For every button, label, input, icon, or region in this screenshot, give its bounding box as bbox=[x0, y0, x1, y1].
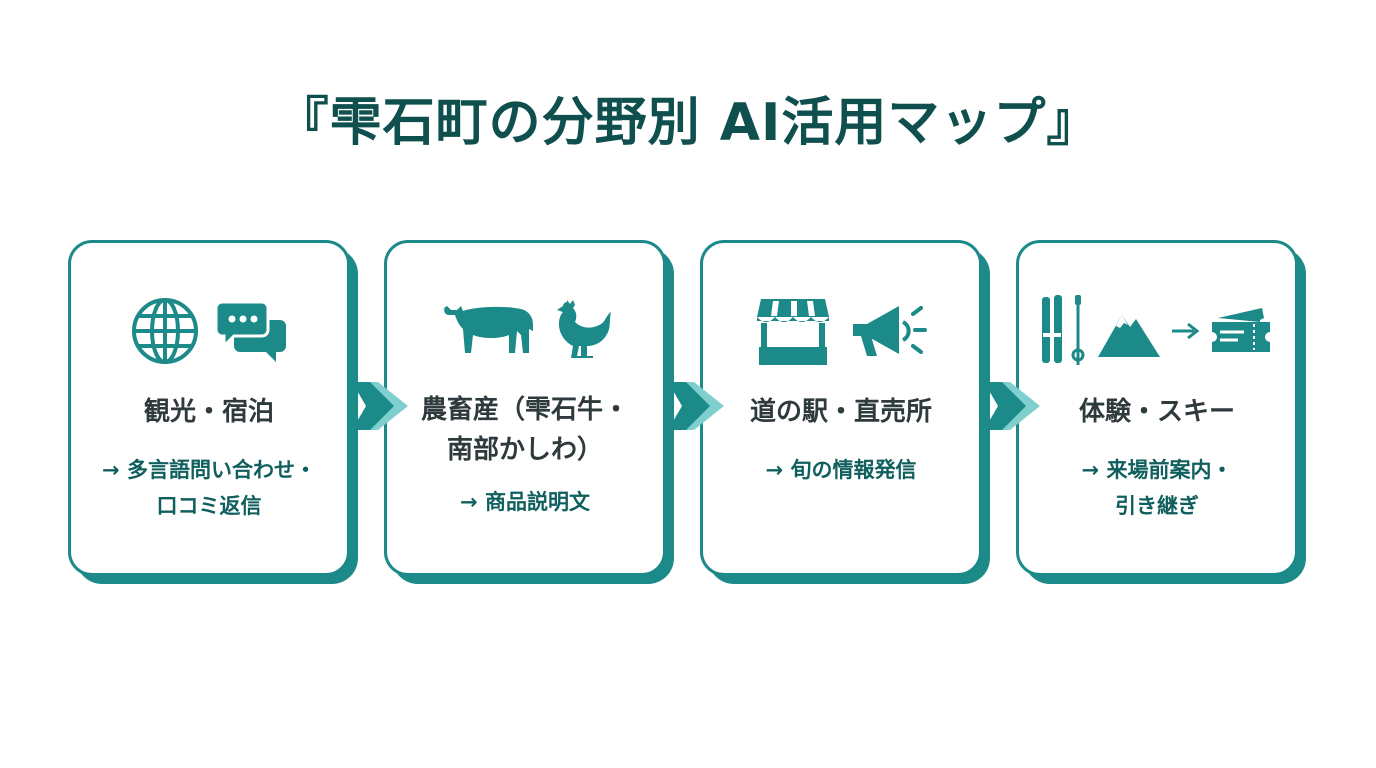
card-heading: 観光・宿泊 bbox=[78, 392, 340, 432]
card-icons bbox=[384, 290, 666, 372]
card-subtext-line: → 旬の情報発信 bbox=[765, 458, 917, 482]
chicken-icon bbox=[557, 300, 611, 358]
card-ski-experience: 体験・スキー → 来場前案内・ 引き継ぎ bbox=[1016, 240, 1306, 584]
card-subtext-line: → 多言語問い合わせ・ bbox=[102, 458, 316, 482]
card-heading: 体験・スキー bbox=[1026, 392, 1288, 432]
chevron-right-icon bbox=[668, 382, 724, 430]
card-subtext: → 旬の情報発信 bbox=[710, 452, 972, 488]
mountain-icon bbox=[1098, 315, 1160, 357]
card-tourism: 観光・宿泊 → 多言語問い合わせ・ 口コミ返信 bbox=[68, 240, 358, 584]
card-agriculture: 農畜産（雫石牛・ 南部かしわ） → 商品説明文 bbox=[384, 240, 674, 584]
chevron-right-icon bbox=[352, 382, 408, 430]
card-heading-line: 南部かしわ） bbox=[446, 435, 603, 465]
card-roadside-station: 道の駅・直売所 → 旬の情報発信 bbox=[700, 240, 990, 584]
chevron-right-icon bbox=[984, 382, 1040, 430]
card-box bbox=[384, 240, 666, 576]
card-subtext: → 来場前案内・ 引き継ぎ bbox=[1026, 452, 1288, 524]
card-subtext: → 商品説明文 bbox=[394, 484, 656, 520]
market-stall-icon bbox=[757, 299, 829, 365]
chat-bubbles-icon bbox=[216, 300, 286, 362]
card-icons bbox=[700, 290, 982, 372]
card-heading: 農畜産（雫石牛・ 南部かしわ） bbox=[394, 390, 656, 470]
cow-icon bbox=[441, 306, 533, 353]
skis-icon bbox=[1042, 295, 1085, 365]
card-icons bbox=[1016, 290, 1298, 372]
ticket-icon bbox=[1212, 308, 1270, 352]
megaphone-icon bbox=[853, 306, 927, 356]
arrow-right-icon bbox=[1172, 322, 1200, 340]
card-subtext-line: → 来場前案内・ bbox=[1081, 458, 1233, 482]
card-subtext-line: 引き継ぎ bbox=[1115, 494, 1199, 518]
page-title: 『雫石町の分野別 AI活用マップ』 bbox=[276, 93, 1100, 153]
card-heading: 道の駅・直売所 bbox=[710, 392, 972, 432]
card-subtext-line: → 商品説明文 bbox=[460, 490, 590, 514]
card-heading-line: 道の駅・直売所 bbox=[749, 397, 932, 427]
card-icons bbox=[68, 290, 350, 372]
card-heading-line: 農畜産（雫石牛・ bbox=[420, 395, 629, 425]
card-heading-line: 観光・宿泊 bbox=[143, 397, 274, 427]
globe-icon bbox=[132, 298, 198, 364]
card-box bbox=[68, 240, 350, 576]
card-heading-line: 体験・スキー bbox=[1078, 397, 1235, 427]
card-subtext: → 多言語問い合わせ・ 口コミ返信 bbox=[78, 452, 340, 524]
card-subtext-line: 口コミ返信 bbox=[156, 494, 262, 518]
card-box bbox=[700, 240, 982, 576]
